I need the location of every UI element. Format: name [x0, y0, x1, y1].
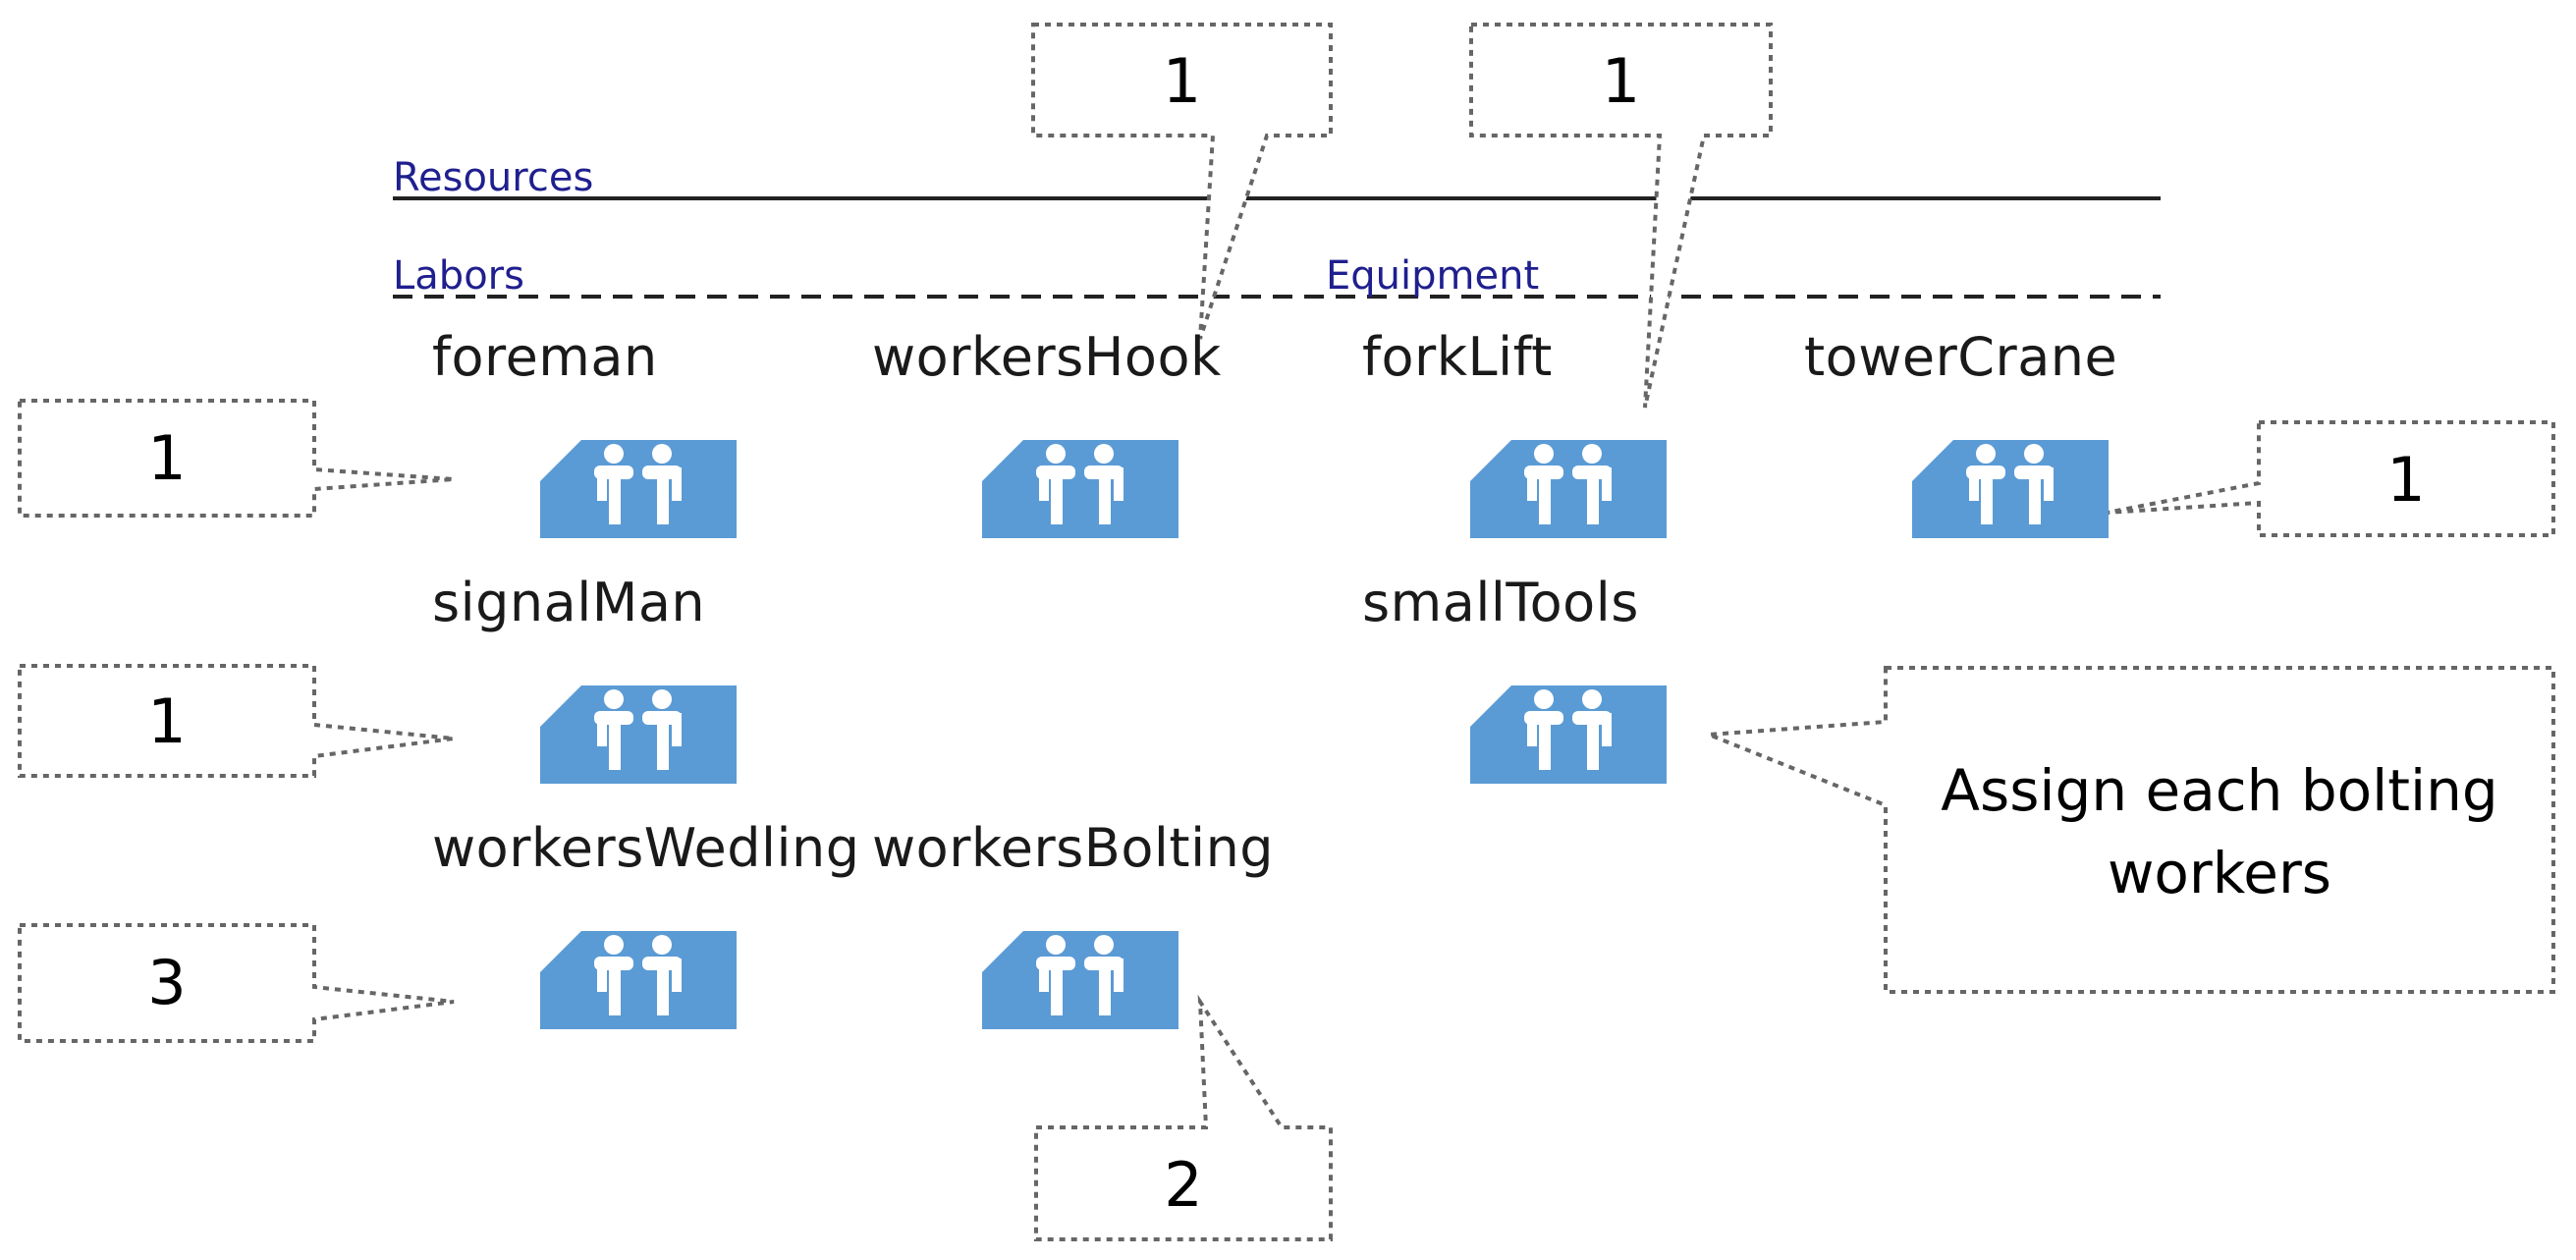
workers-pair-icon[interactable]	[540, 931, 737, 1029]
resource-name-foreman: foreman	[432, 326, 658, 388]
workers-pair-icon[interactable]	[540, 440, 737, 538]
section-equipment: Equipment	[1326, 253, 1540, 299]
workers-pair-icon[interactable]	[982, 931, 1178, 1029]
resource-name-towerCrane: towerCrane	[1804, 326, 2118, 388]
callout-workersHook	[1031, 23, 1333, 340]
callout-towerCrane	[2106, 420, 2555, 537]
quantity-signalMan: 1	[147, 685, 187, 757]
quantity-workersHook: 1	[1162, 45, 1202, 117]
workers-pair-icon[interactable]	[1470, 685, 1667, 784]
callout-workersWedling	[18, 923, 455, 1043]
workers-pair-icon[interactable]	[982, 440, 1178, 538]
quantity-workersBolting: 2	[1164, 1149, 1203, 1221]
workers-pair-icon[interactable]	[1470, 440, 1667, 538]
section-labors: Labors	[393, 253, 524, 299]
section-resources: Resources	[393, 155, 594, 200]
workers-pair-icon[interactable]	[540, 685, 737, 784]
note-smallTools: Assign each bolting workers	[1941, 757, 2498, 906]
callout-forkLift	[1469, 23, 1773, 409]
resource-name-workersBolting: workersBolting	[872, 817, 1275, 879]
resource-name-smallTools: smallTools	[1362, 572, 1639, 633]
callout-foreman	[18, 399, 455, 518]
resource-name-workersWedling: workersWedling	[432, 817, 860, 879]
workers-pair-icon[interactable]	[1912, 440, 2109, 538]
resource-name-signalMan: signalMan	[432, 572, 706, 633]
quantity-towerCrane: 1	[2386, 444, 2426, 516]
resource-name-workersHook: workersHook	[872, 326, 1222, 388]
quantity-forkLift: 1	[1601, 45, 1641, 117]
callout-smallTools	[1708, 666, 2555, 994]
quantity-workersWedling: 3	[147, 947, 187, 1018]
quantity-foreman: 1	[147, 422, 187, 494]
callout-signalMan	[18, 664, 455, 778]
resource-name-forkLift: forkLift	[1362, 326, 1553, 388]
